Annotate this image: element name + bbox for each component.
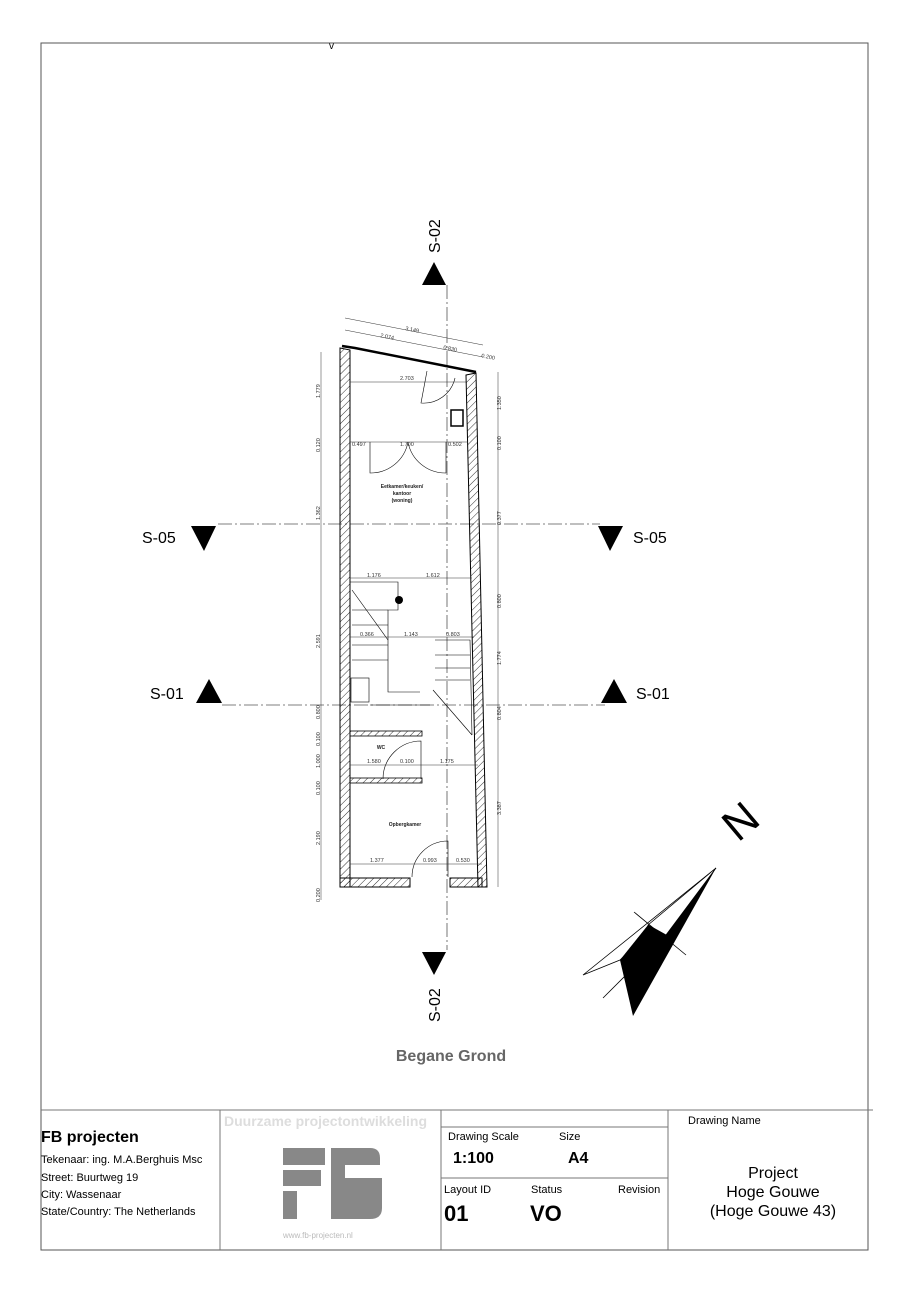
- drawing-name-label: Drawing Name: [688, 1115, 761, 1127]
- fb-logo: [283, 1148, 382, 1219]
- svg-text:0.497: 0.497: [352, 442, 366, 448]
- section-marker-s02-top: S-02: [422, 219, 446, 285]
- svg-text:S-01: S-01: [150, 686, 184, 703]
- scale-label: Drawing Scale: [448, 1131, 519, 1143]
- room-label-woning: (woning): [392, 498, 413, 504]
- section-marker-s02-bottom: S-02: [422, 952, 446, 1022]
- svg-text:1.175: 1.175: [440, 759, 454, 765]
- svg-text:1.362: 1.362: [316, 506, 322, 520]
- room-label-kantoor: kantoor: [393, 491, 411, 497]
- svg-text:0.100: 0.100: [400, 759, 414, 765]
- svg-text:S-02: S-02: [427, 988, 444, 1022]
- sheet-border: [40, 42, 869, 1251]
- svg-text:1.700: 1.700: [400, 442, 414, 448]
- project-name: Project Hoge Gouwe (Hoge Gouwe 43): [668, 1164, 878, 1221]
- size-label: Size: [559, 1131, 581, 1143]
- svg-text:1.774: 1.774: [497, 651, 503, 665]
- layout-value: 01: [444, 1201, 469, 1226]
- scale-value: 1:100: [453, 1150, 494, 1167]
- size-value: A4: [568, 1150, 589, 1167]
- north-arrow-icon: N: [582, 793, 769, 1016]
- svg-text:1.580: 1.580: [367, 759, 381, 765]
- section-marker-s01-left: S-01: [150, 679, 222, 703]
- room-label-eetkamer: Eetkamer/keuken/: [381, 484, 424, 490]
- svg-text:S-01: S-01: [636, 686, 670, 703]
- project-line-1: Project: [748, 1165, 798, 1182]
- project-line-3: (Hoge Gouwe 43): [709, 1203, 837, 1220]
- svg-text:0.200: 0.200: [316, 888, 322, 902]
- svg-text:0.830: 0.830: [443, 345, 458, 354]
- svg-text:0.120: 0.120: [316, 438, 322, 452]
- svg-text:0.377: 0.377: [497, 511, 503, 525]
- svg-text:1.000: 1.000: [316, 754, 322, 768]
- svg-text:1.350: 1.350: [497, 396, 503, 410]
- svg-text:0.100: 0.100: [316, 781, 322, 795]
- svg-text:0.200: 0.200: [481, 353, 496, 362]
- svg-text:2.591: 2.591: [316, 634, 322, 648]
- drawing-title: Begane Grond: [396, 1048, 506, 1065]
- top-marker: v: [329, 41, 334, 52]
- street: Street: Buurtweg 19: [41, 1172, 139, 1184]
- status-value: VO: [530, 1201, 562, 1226]
- svg-text:0.800: 0.800: [497, 594, 503, 608]
- svg-text:0.100: 0.100: [316, 732, 322, 746]
- project-line-2: Hoge Gouwe: [726, 1184, 820, 1201]
- svg-text:0.530: 0.530: [456, 858, 470, 864]
- svg-text:2.074: 2.074: [380, 333, 395, 342]
- floor-plan: 3.149 2.074 0.830 0.200 2.703 0.497 1.70…: [316, 317, 503, 902]
- section-marker-s05-right: S-05: [598, 526, 667, 551]
- svg-text:3.387: 3.387: [497, 801, 503, 815]
- svg-text:0.804: 0.804: [497, 706, 503, 720]
- room-label-wc: WC: [377, 745, 386, 751]
- website: www.fb-projecten.nl: [283, 1231, 353, 1240]
- title-block-grid: [41, 1109, 873, 1250]
- company-name: FB projecten: [41, 1129, 139, 1146]
- svg-text:N: N: [713, 793, 769, 851]
- svg-text:1.612: 1.612: [426, 573, 440, 579]
- section-marker-s05-left: S-05: [142, 526, 216, 551]
- svg-text:2.190: 2.190: [316, 831, 322, 845]
- svg-text:S-05: S-05: [142, 530, 176, 547]
- designer: Tekenaar: ing. M.A.Berghuis Msc: [41, 1154, 203, 1166]
- svg-text:3.149: 3.149: [405, 326, 420, 335]
- revision-label: Revision: [618, 1184, 661, 1196]
- layout-label: Layout ID: [444, 1184, 492, 1196]
- svg-text:0.993: 0.993: [423, 858, 437, 864]
- section-lines: [218, 285, 605, 950]
- svg-text:S-05: S-05: [633, 530, 667, 547]
- svg-text:0.800: 0.800: [316, 705, 322, 719]
- svg-text:0.366: 0.366: [360, 632, 374, 638]
- status-label: Status: [531, 1184, 563, 1196]
- svg-text:1.176: 1.176: [367, 573, 381, 579]
- svg-text:1.143: 1.143: [404, 632, 418, 638]
- svg-text:0.803: 0.803: [446, 632, 460, 638]
- svg-text:2.703: 2.703: [400, 376, 414, 382]
- svg-text:0.100: 0.100: [497, 436, 503, 450]
- svg-text:0.502: 0.502: [448, 442, 462, 448]
- svg-text:S-02: S-02: [427, 219, 444, 253]
- city: City: Wassenaar: [41, 1189, 122, 1201]
- svg-text:1.779: 1.779: [316, 384, 322, 398]
- svg-text:1.377: 1.377: [370, 858, 384, 864]
- country: State/Country: The Netherlands: [41, 1206, 196, 1218]
- room-label-opbergkamer: Opbergkamer: [389, 822, 422, 828]
- section-marker-s01-right: S-01: [601, 679, 670, 703]
- slogan: Duurzame projectontwikkeling: [224, 1113, 428, 1129]
